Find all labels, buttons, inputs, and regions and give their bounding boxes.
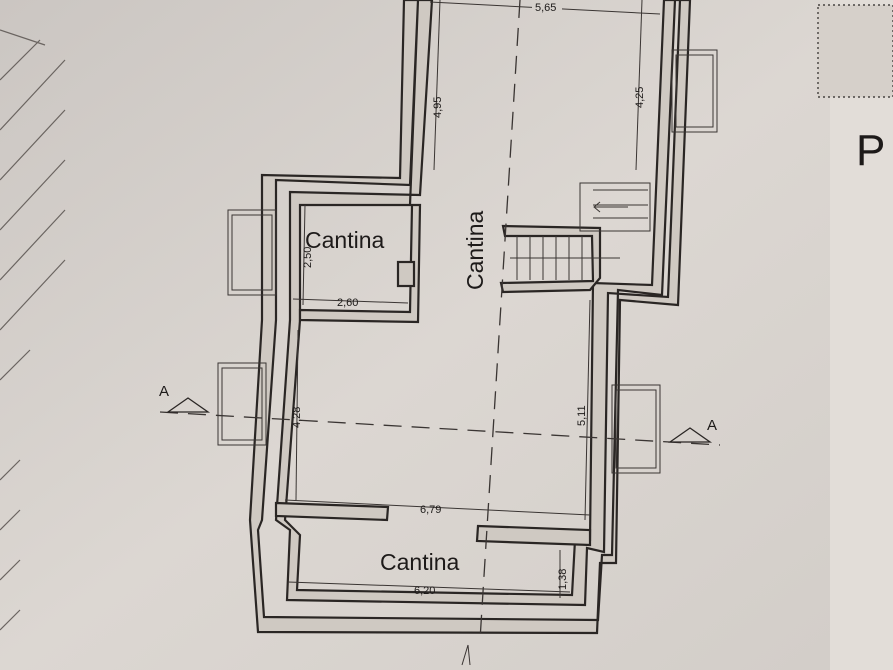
dim-right-height-top: 4,25	[634, 87, 646, 108]
room-label-bottom-cantina: Cantina	[380, 549, 459, 575]
small-room-niche	[396, 260, 416, 288]
center-axis-line	[479, 0, 521, 641]
bottom-arrow-mark	[461, 644, 471, 666]
svg-text:A: A	[707, 417, 717, 434]
room-label-small-cantina: Cantina	[305, 227, 384, 253]
dim-bottom-room-width: 6,20	[414, 585, 435, 597]
section-line-a-a	[159, 411, 721, 446]
dim-left-height-top: 4,95	[432, 97, 444, 118]
dim-top-width: 5,65	[535, 2, 556, 14]
sheet-letter: P	[856, 126, 885, 175]
light-wells	[217, 49, 718, 474]
dim-main-left-height: 4,28	[291, 407, 303, 428]
bottom-divider-wall-left	[274, 501, 390, 522]
dim-main-width: 6,79	[420, 504, 441, 516]
room-label-central-cantina: Cantina	[462, 211, 488, 290]
section-marker-left: A	[159, 383, 211, 413]
small-room-wall	[298, 203, 422, 324]
dim-bottom-room-height: 1,38	[557, 569, 569, 590]
bottom-divider-wall-right	[475, 524, 592, 547]
dim-top-width-backdrop	[532, 0, 562, 13]
gravel-patch	[817, 4, 893, 98]
terrain-hatch	[0, 29, 66, 631]
staircase	[510, 182, 651, 280]
outer-wall	[248, 0, 692, 635]
dim-small-room-width: 2,60	[337, 297, 358, 309]
dim-main-right-height: 5,11	[576, 405, 588, 426]
dimension-lines	[284, 0, 661, 598]
section-marker-right: A	[667, 417, 717, 443]
svg-text:A: A	[159, 383, 169, 400]
adjacent-sheet	[830, 0, 893, 670]
dim-small-room-height: 2,50	[302, 247, 314, 268]
